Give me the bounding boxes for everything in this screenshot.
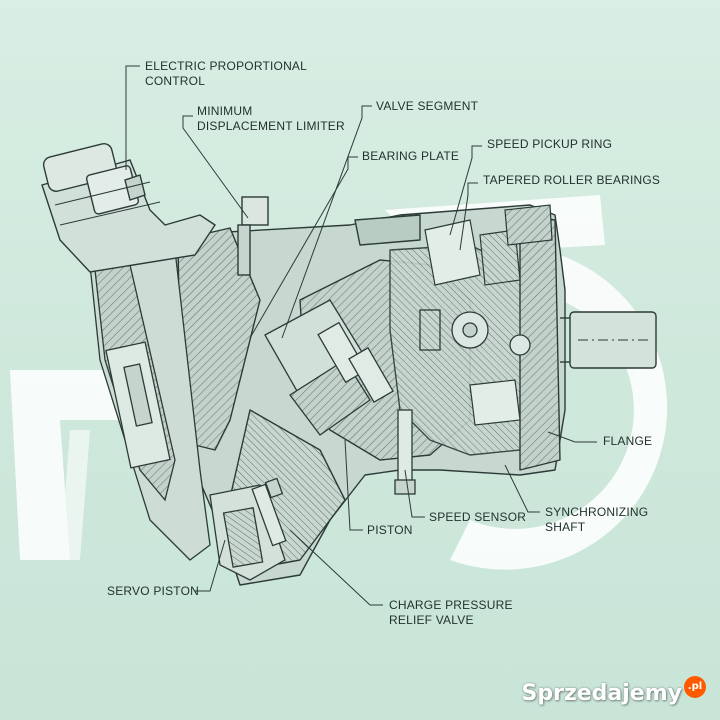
label-line-2: DISPLACEMENT LIMITER [197, 119, 345, 133]
label-servo-piston: SERVO PISTON [107, 584, 199, 598]
label-line-1: CHARGE PRESSURE [389, 598, 513, 612]
bearings [424, 204, 553, 426]
sensor-and-valve [251, 409, 416, 547]
label-piston: PISTON [367, 523, 413, 537]
label-speed-sensor: SPEED SENSOR [429, 510, 527, 524]
label-valve-segment: VALVE SEGMENT [376, 99, 479, 113]
label-line-2: SHAFT [545, 520, 586, 534]
label-tapered-roller-bearings: TAPERED ROLLER BEARINGS [483, 173, 661, 187]
watermark-badge: .pl [684, 675, 706, 698]
label-line-1: MINIMUM [197, 104, 253, 118]
label-line-1: ELECTRIC PROPORTIONAL [145, 59, 308, 73]
label-line-1: SYNCHRONIZING [545, 505, 649, 519]
servo-assembly [89, 249, 286, 581]
label-bearing-plate: BEARING PLATE [362, 149, 460, 163]
label-speed-pickup-ring: SPEED PICKUP RING [487, 137, 613, 151]
drive-shaft [560, 311, 657, 369]
watermark-text: Sprzedajemy [521, 681, 683, 706]
cylinder-block [264, 299, 531, 436]
electric-control-unit [41, 143, 269, 276]
leader-lines [125, 65, 597, 606]
label-flange: FLANGE [603, 434, 653, 448]
label-charge-pressure-relief-valve: CHARGE PRESSURE RELIEF VALVE [389, 598, 513, 628]
label-line-2: RELIEF VALVE [389, 613, 474, 627]
label-synchronizing-shaft: SYNCHRONIZING SHAFT [545, 505, 648, 535]
watermark: Sprzedajemy .pl [521, 675, 706, 706]
label-minimum-displacement-limiter: MINIMUM DISPLACEMENT LIMITER [197, 104, 345, 134]
label-line-2: CONTROL [145, 74, 206, 88]
label-electric-proportional-control: ELECTRIC PROPORTIONAL CONTROL [145, 59, 307, 89]
